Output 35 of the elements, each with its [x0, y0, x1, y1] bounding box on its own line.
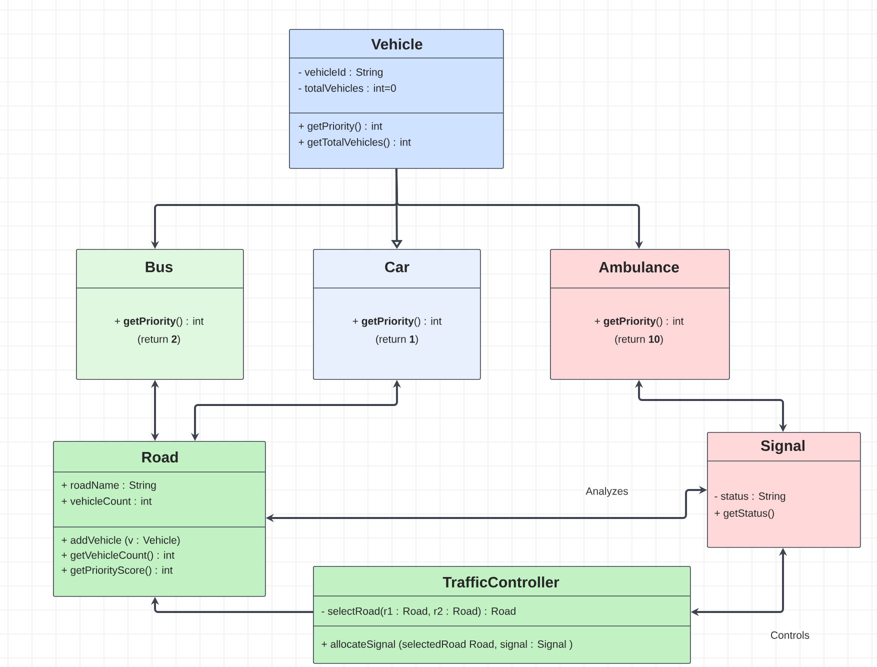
member-text: + addVehicle (v : Vehicle) [62, 536, 180, 546]
member-text: (return 1) [376, 335, 418, 345]
member-text: - status : String [714, 492, 786, 502]
member-text: - totalVehicles : int=0 [298, 84, 396, 92]
member-text: + getPriorityScore() : int [62, 566, 173, 576]
class-name: Car [385, 262, 410, 272]
member-text: + getPriority() : int [114, 317, 204, 327]
class-box [312, 249, 481, 380]
member-text: - selectRoad(r1 : Road, r2 : Road) : Road [322, 607, 516, 617]
member-text: + getVehicleCount() : int [62, 551, 174, 561]
class-name: Signal [760, 440, 804, 454]
member-text: - vehicleId : String [298, 68, 383, 78]
member-text: + getTotalVehicles() : int [298, 138, 411, 148]
class-name: Bus [146, 262, 173, 272]
edge-label: Analyzes [584, 486, 630, 498]
edge-label: Controls [768, 630, 812, 640]
class-name: Road [142, 452, 178, 462]
member-text: (return 10) [615, 335, 663, 345]
member-text: + allocateSignal (selectedRoad Road, signal : Signal ) [322, 640, 572, 650]
member-text: + getPriority() : int [352, 317, 442, 327]
member-text: (return 2) [138, 335, 180, 345]
class-name: Ambulance [598, 262, 679, 272]
class-box [52, 441, 266, 597]
class-box [288, 29, 504, 169]
member-text: + roadName : String [62, 481, 156, 491]
class-box [312, 566, 691, 664]
member-text: + getPriority() : int [298, 122, 382, 132]
member-text: + vehicleCount : int [62, 497, 152, 505]
class-box [76, 249, 244, 380]
class-box [550, 249, 730, 380]
class-box [706, 432, 861, 548]
class-name: Vehicle [371, 38, 422, 50]
member-text: + getStatus() [714, 509, 774, 519]
class-name: TrafficController [442, 576, 560, 588]
member-text: + getPriority() : int [594, 317, 684, 327]
